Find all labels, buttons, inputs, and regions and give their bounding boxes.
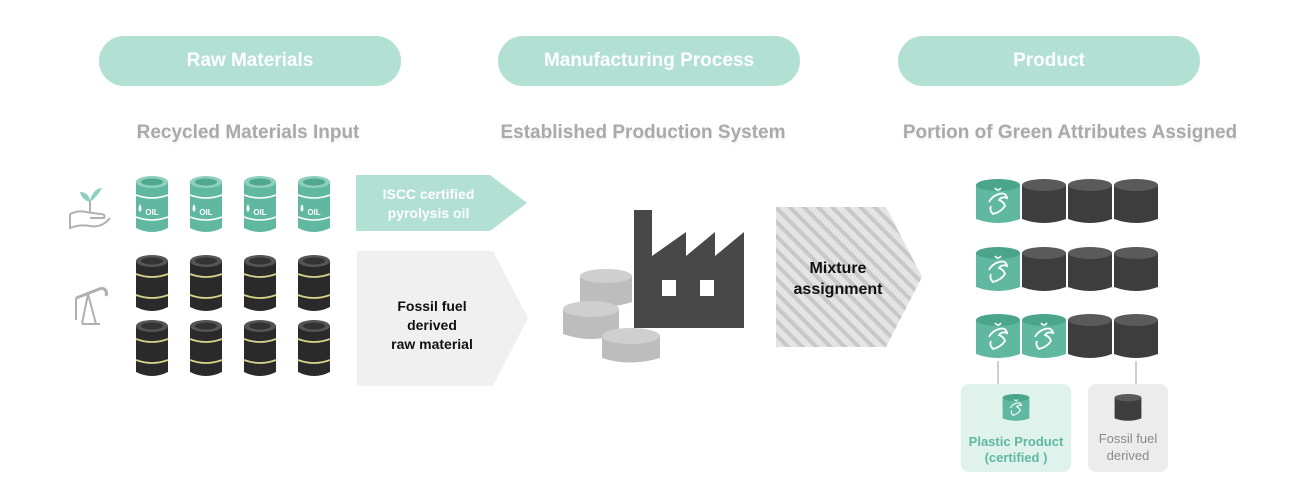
- subtitle-recycled-input: Recycled Materials Input: [136, 122, 360, 143]
- header-product: Product: [898, 36, 1200, 86]
- black-barrel-6: [189, 319, 223, 377]
- product-row-3: [975, 313, 1158, 359]
- fossil-line-2: derived: [407, 317, 457, 333]
- iscc-arrow-shape: [356, 175, 527, 231]
- black-barrel-8: [297, 319, 331, 377]
- fossil-cylinder-icon: [1114, 394, 1142, 421]
- black-barrel-1: [135, 254, 169, 312]
- subtitle-production-system: Established Production System: [500, 122, 786, 143]
- plastic-product-card: [961, 384, 1071, 472]
- plastic-line-2: (certified ): [984, 450, 1048, 465]
- black-oil-barrels: [135, 254, 331, 377]
- mixture-arrow-label: Mixture assignment: [776, 258, 900, 300]
- green-barrel-1: [135, 175, 169, 233]
- subtitle-green-attributes: Portion of Green Attributes Assigned: [902, 122, 1238, 143]
- plastic-product-label: Plastic Product (certified ): [961, 434, 1071, 466]
- mixture-line-2: assignment: [793, 281, 883, 298]
- iscc-line-1: ISCC certified: [382, 186, 475, 202]
- black-barrel-3: [243, 254, 277, 312]
- product-row-2: [975, 246, 1158, 292]
- fossil-product-card: [1088, 384, 1168, 472]
- mixture-line-1: Mixture: [809, 260, 867, 277]
- product-row-1: [975, 178, 1158, 224]
- green-barrel-2: [189, 175, 223, 233]
- mixture-arrow-shape: [776, 207, 922, 347]
- barrel-label-1: OIL: [145, 208, 158, 217]
- black-barrel-5: [135, 319, 169, 377]
- plastic-line-1: Plastic Product: [968, 434, 1064, 449]
- green-barrel-4: [297, 175, 331, 233]
- header-manufacturing-process: Manufacturing Process: [498, 36, 800, 86]
- black-barrel-4: [297, 254, 331, 312]
- fossil-line-1: Fossil fuel: [397, 298, 467, 314]
- fossil-product-label: Fossil fuel derived: [1088, 430, 1168, 464]
- barrel-label-2: OIL: [199, 208, 212, 217]
- hand-sprout-icon: [69, 188, 111, 230]
- black-barrel-2: [189, 254, 223, 312]
- certified-cylinder-icon: [1002, 393, 1030, 422]
- green-oil-barrels: [135, 175, 331, 233]
- factory-icon: [634, 210, 744, 328]
- black-barrel-7: [243, 319, 277, 377]
- barrel-label-3: OIL: [253, 208, 266, 217]
- iscc-arrow-label: ISCC certified pyrolysis oil: [356, 185, 501, 223]
- green-barrel-3: [243, 175, 277, 233]
- oil-pump-icon: [75, 286, 108, 325]
- barrel-label-4: OIL: [307, 208, 320, 217]
- fossil-line-3: raw material: [391, 336, 473, 352]
- storage-tanks-icon: [563, 269, 660, 363]
- fossil-card-line-2: derived: [1106, 448, 1150, 463]
- iscc-line-2: pyrolysis oil: [387, 205, 470, 221]
- product-cylinders: [975, 178, 1158, 359]
- fossil-card-line-1: Fossil fuel: [1098, 431, 1158, 446]
- fossil-arrow-shape: [357, 251, 528, 386]
- fossil-arrow-label: Fossil fuel derived raw material: [357, 297, 507, 354]
- header-raw-materials: Raw Materials: [99, 36, 401, 86]
